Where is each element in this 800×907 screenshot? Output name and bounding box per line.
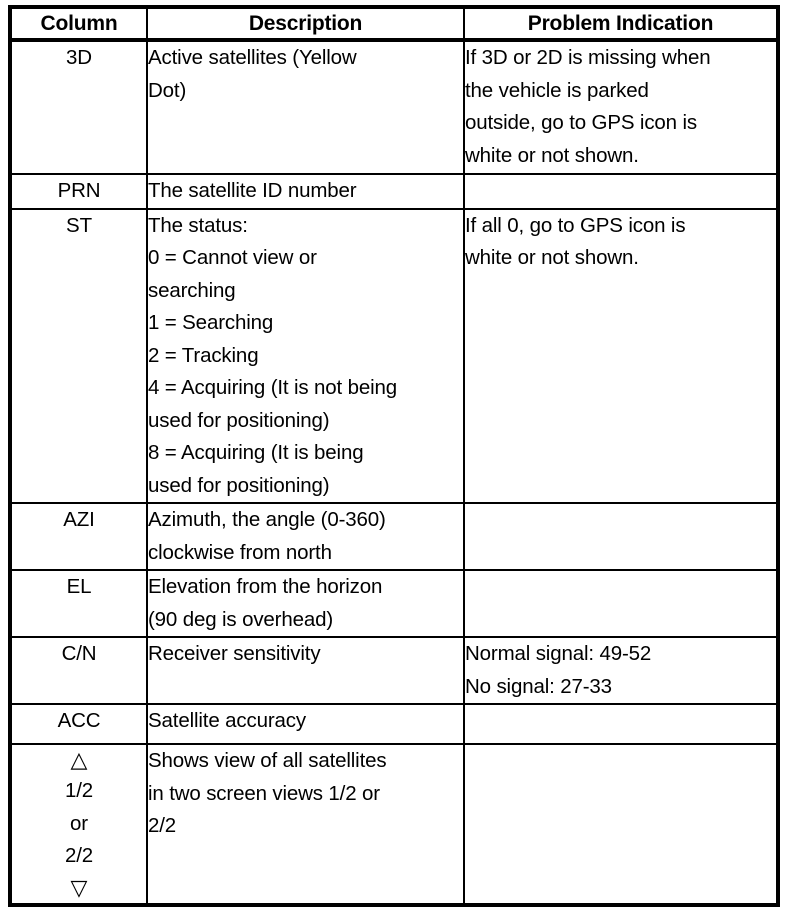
row-problem-cell: If 3D or 2D is missing when the vehicle … bbox=[463, 39, 779, 175]
row-description-text: Active satellites (Yellow Dot) bbox=[148, 46, 357, 102]
screen-view-key-lines: 1/2 or 2/2 bbox=[64, 779, 94, 867]
row-key-label: C/N bbox=[61, 642, 97, 665]
row-problem-cell bbox=[463, 569, 779, 638]
table-row: EL Elevation from the horizon (90 deg is… bbox=[9, 569, 779, 638]
gps-column-reference-sheet: Column Description Problem Indication 3D… bbox=[8, 5, 780, 907]
row-description-text: Receiver sensitivity bbox=[148, 642, 321, 665]
row-key-cell: AZI bbox=[9, 502, 148, 571]
row-key-cell: EL bbox=[9, 569, 148, 638]
row-key-cell: C/N bbox=[9, 636, 148, 705]
row-problem-text: If all 0, go to GPS icon is white or not… bbox=[465, 213, 686, 270]
row-problem-cell bbox=[463, 743, 779, 906]
row-key-label: PRN bbox=[57, 179, 101, 202]
row-key-cell: △ 1/2 or 2/2 ▽ bbox=[9, 743, 148, 906]
row-key-label: 3D bbox=[66, 46, 92, 69]
table-row: AZI Azimuth, the angle (0-360) clockwise… bbox=[9, 502, 779, 571]
row-description-text: Elevation from the horizon (90 deg is ov… bbox=[148, 575, 383, 631]
table-row: 3D Active satellites (Yellow Dot) If 3D … bbox=[9, 39, 779, 175]
row-problem-cell bbox=[463, 502, 779, 571]
table-row: C/N Receiver sensitivity Normal signal: … bbox=[9, 636, 779, 705]
row-description-cell: Satellite accuracy bbox=[146, 703, 465, 745]
row-description-text: Shows view of all satellites in two scre… bbox=[148, 749, 387, 837]
column-header-description: Description bbox=[146, 6, 465, 42]
table-row: ACC Satellite accuracy bbox=[9, 703, 779, 745]
row-description-cell: Shows view of all satellites in two scre… bbox=[146, 743, 465, 906]
screen-view-key-stack: △ 1/2 or 2/2 ▽ bbox=[12, 745, 146, 903]
column-header-problem-indication: Problem Indication bbox=[463, 6, 779, 42]
column-header-description-label: Description bbox=[248, 11, 363, 35]
table-row: ST The status: 0 = Cannot view or search… bbox=[9, 207, 779, 504]
column-header-column: Column bbox=[9, 6, 148, 42]
row-description-cell: Active satellites (Yellow Dot) bbox=[146, 39, 465, 175]
row-description-text: Azimuth, the angle (0-360) clockwise fro… bbox=[148, 508, 386, 564]
row-problem-cell bbox=[463, 173, 779, 210]
row-problem-cell: Normal signal: 49-52 No signal: 27-33 bbox=[463, 636, 779, 705]
row-problem-cell bbox=[463, 703, 779, 745]
row-key-label: ACC bbox=[57, 709, 101, 732]
table-body: 3D Active satellites (Yellow Dot) If 3D … bbox=[9, 39, 779, 906]
table-header-row: Column Description Problem Indication bbox=[9, 6, 779, 42]
row-key-label: EL bbox=[66, 575, 92, 598]
table-row: PRN The satellite ID number bbox=[9, 173, 779, 210]
column-header-problem-indication-label: Problem Indication bbox=[527, 11, 714, 35]
row-description-text: The satellite ID number bbox=[148, 179, 357, 202]
gps-column-reference-table: Column Description Problem Indication 3D… bbox=[8, 5, 780, 907]
row-description-cell: Elevation from the horizon (90 deg is ov… bbox=[146, 569, 465, 638]
triangle-down-icon: ▽ bbox=[70, 874, 88, 900]
row-key-cell: 3D bbox=[9, 39, 148, 175]
row-description-text: The status: 0 = Cannot view or searching… bbox=[148, 213, 398, 497]
row-description-cell: Azimuth, the angle (0-360) clockwise fro… bbox=[146, 502, 465, 571]
row-description-cell: Receiver sensitivity bbox=[146, 636, 465, 705]
row-problem-cell: If all 0, go to GPS icon is white or not… bbox=[463, 207, 779, 504]
column-header-column-label: Column bbox=[40, 11, 118, 35]
row-problem-text: If 3D or 2D is missing when the vehicle … bbox=[465, 46, 711, 167]
row-problem-text: Normal signal: 49-52 No signal: 27-33 bbox=[465, 642, 652, 698]
row-key-cell: ST bbox=[9, 207, 148, 504]
table-row: △ 1/2 or 2/2 ▽ Shows view of all satelli… bbox=[9, 743, 779, 906]
row-key-label: AZI bbox=[63, 508, 95, 531]
row-key-cell: ACC bbox=[9, 703, 148, 745]
triangle-up-icon: △ bbox=[70, 747, 88, 772]
row-description-cell: The satellite ID number bbox=[146, 173, 465, 210]
row-description-text: Satellite accuracy bbox=[148, 709, 306, 732]
table-header: Column Description Problem Indication bbox=[9, 6, 779, 42]
row-description-cell: The status: 0 = Cannot view or searching… bbox=[146, 207, 465, 504]
row-key-label: ST bbox=[66, 213, 92, 237]
row-key-cell: PRN bbox=[9, 173, 148, 210]
